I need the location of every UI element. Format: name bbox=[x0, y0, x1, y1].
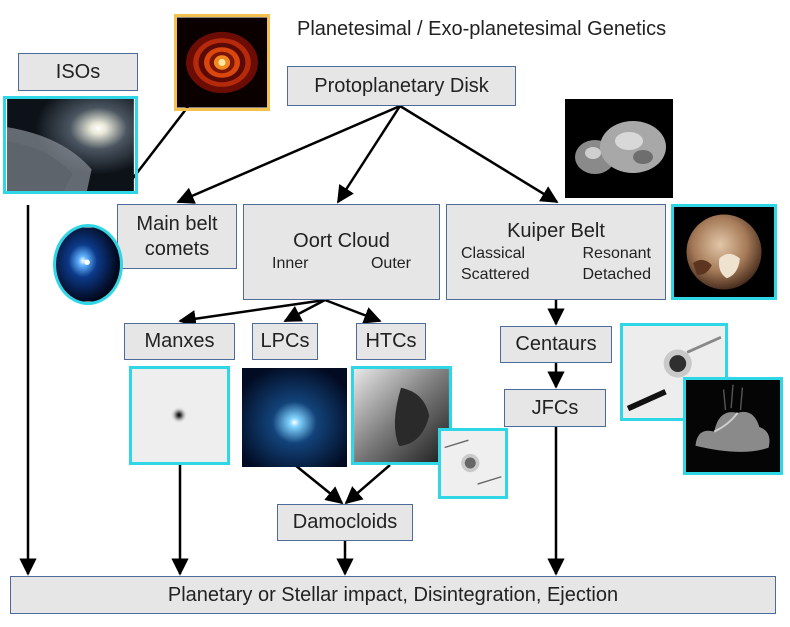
htcs-box: HTCs bbox=[356, 323, 426, 360]
manxes-box: Manxes bbox=[124, 323, 235, 360]
arrow-oort-to-manxes bbox=[178, 298, 326, 328]
arrow-oort-to-htcs bbox=[324, 298, 382, 324]
arrow-disk-to-kuiper bbox=[399, 104, 559, 204]
arrokoth-image bbox=[565, 99, 673, 198]
outcome-label: Planetary or Stellar impact, Disintegrat… bbox=[167, 583, 619, 606]
oort-cloud-box: Oort Cloud Inner Outer bbox=[243, 204, 440, 300]
kuiper-belt-label: Kuiper Belt bbox=[507, 219, 605, 242]
iso-comet-image bbox=[3, 96, 138, 194]
manxes-image bbox=[129, 366, 230, 465]
htc-image bbox=[351, 366, 452, 465]
kuiper-resonant-label: Resonant bbox=[582, 244, 652, 262]
main-belt-comets-box: Main belt comets bbox=[117, 204, 237, 269]
arrow-lpcs-to-damocloids bbox=[294, 464, 344, 505]
protoplanetary-disk-image bbox=[174, 14, 270, 111]
htcs-label: HTCs bbox=[365, 330, 417, 352]
arrow-htcs-to-damocloids bbox=[344, 464, 391, 505]
jfcs-label: JFCs bbox=[531, 396, 579, 419]
arrow-disk-to-oort bbox=[336, 105, 402, 204]
protoplanetary-disk-label: Protoplanetary Disk bbox=[314, 74, 489, 97]
main-belt-label-line1: Main belt bbox=[136, 212, 218, 235]
line-disk-image-to-iso bbox=[129, 103, 191, 183]
lpcs-box: LPCs bbox=[252, 323, 318, 360]
kuiper-classical-label: Classical bbox=[461, 244, 526, 262]
protoplanetary-disk-box: Protoplanetary Disk bbox=[287, 66, 516, 106]
jfc-image bbox=[683, 377, 783, 475]
arrow-disk-to-main-belt bbox=[176, 104, 401, 204]
small-comet-image bbox=[438, 428, 508, 499]
pluto-image bbox=[671, 204, 777, 300]
damocloids-box: Damocloids bbox=[277, 504, 413, 541]
main-belt-label-line2: comets bbox=[144, 237, 210, 260]
isos-label: ISOs bbox=[55, 60, 101, 83]
arrow-oort-to-lpcs bbox=[283, 298, 326, 323]
manxes-label: Manxes bbox=[144, 330, 215, 352]
oort-outer-label: Outer bbox=[370, 255, 411, 273]
lpc-image bbox=[242, 368, 347, 467]
centaurs-label: Centaurs bbox=[515, 333, 597, 355]
isos-box: ISOs bbox=[18, 53, 138, 91]
oort-cloud-label: Oort Cloud bbox=[293, 230, 390, 253]
diagram-title: Planetesimal / Exo-planetesimal Genetics bbox=[297, 18, 667, 40]
centaurs-box: Centaurs bbox=[500, 326, 612, 363]
kuiper-detached-label: Detached bbox=[582, 265, 652, 283]
kuiper-scattered-label: Scattered bbox=[461, 265, 530, 283]
oort-inner-label: Inner bbox=[272, 255, 309, 273]
outcome-box: Planetary or Stellar impact, Disintegrat… bbox=[10, 576, 776, 614]
main-belt-comet-image bbox=[53, 224, 123, 305]
lpcs-label: LPCs bbox=[260, 330, 310, 352]
jfcs-box: JFCs bbox=[504, 389, 606, 427]
damocloids-label: Damocloids bbox=[292, 511, 398, 533]
kuiper-belt-box: Kuiper Belt Classical Resonant Scattered… bbox=[446, 204, 666, 300]
